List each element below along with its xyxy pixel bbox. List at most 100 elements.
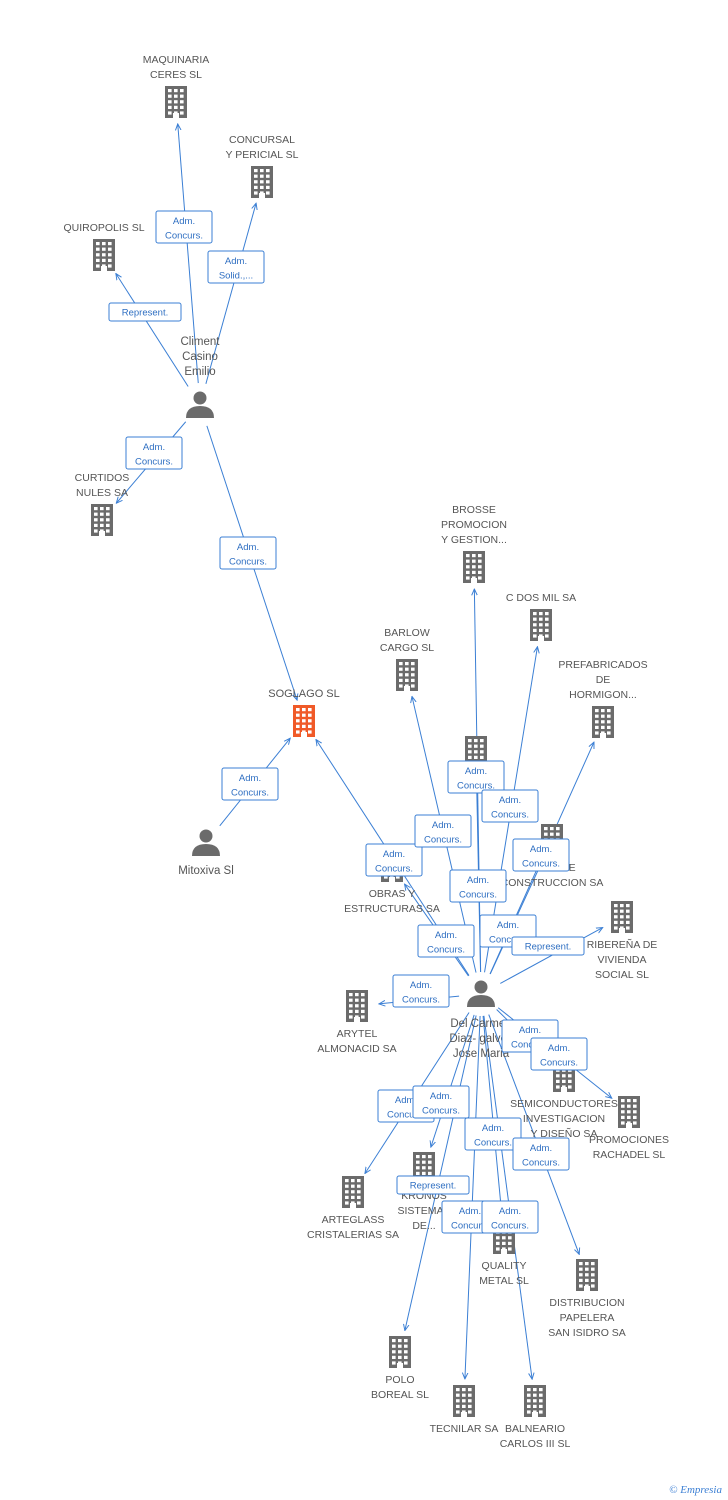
edge-labels-layer: Adm.Concurs.Adm.Solid.,...Represent.Adm.… xyxy=(108,210,588,1234)
person-icon-delcarmen[interactable] xyxy=(467,980,495,1008)
company-icon-concursal[interactable] xyxy=(251,166,273,198)
edge-label-delcarmen-distribucion[interactable]: Adm.Concurs. xyxy=(512,1137,570,1171)
company-icon-soglago[interactable] xyxy=(293,705,315,737)
edge-label-delcarmen-arytel[interactable]: Adm.Concurs. xyxy=(392,974,450,1008)
svg-text:Adm.Concurs.: Adm.Concurs. xyxy=(402,980,440,1006)
company-label-tecnilar: TECNILAR SA xyxy=(430,1423,499,1435)
person-icon-mitoxiva[interactable] xyxy=(192,829,220,857)
edge-label-climent-maquinaria[interactable]: Adm.Concurs. xyxy=(155,210,213,244)
person-icon-climent[interactable] xyxy=(186,391,214,419)
svg-text:Adm.Concurs.: Adm.Concurs. xyxy=(540,1043,578,1069)
svg-text:Adm.Concurs.: Adm.Concurs. xyxy=(424,820,462,846)
svg-text:Adm.Concurs.: Adm.Concurs. xyxy=(387,1095,425,1121)
edge-delcarmen-balneario xyxy=(483,1015,532,1379)
company-icon-balneario[interactable] xyxy=(524,1385,546,1417)
svg-text:Adm.Concurs.: Adm.Concurs. xyxy=(459,875,497,901)
company-icon-barlow[interactable] xyxy=(396,659,418,691)
edge-label-climent-concursal[interactable]: Adm.Solid.,... xyxy=(207,250,265,284)
edge-label-delcarmen-obras[interactable]: Adm.Concurs. xyxy=(417,924,475,958)
edge-label-delcarmen-quality[interactable]: Adm.Concurs. xyxy=(464,1117,522,1151)
brand-name: Empresia xyxy=(680,1484,722,1496)
edge-label-delcarmen-cdosmil[interactable]: Adm.Concurs. xyxy=(481,789,539,823)
edge-label-climent-soglago[interactable]: Adm.Concurs. xyxy=(219,536,277,570)
edge-delcarmen-distribucion xyxy=(488,1014,579,1255)
svg-text:Adm.Concurs.: Adm.Concurs. xyxy=(522,1143,560,1169)
edge-climent-maquinaria xyxy=(178,124,199,384)
edge-label-climent-curtidos[interactable]: Adm.Concurs. xyxy=(125,436,183,470)
edge-label-delcarmen-altizu[interactable]: Adm.Concurs. xyxy=(449,869,507,903)
person-label-mitoxiva: Mitoxiva Sl xyxy=(178,865,234,877)
svg-text:Adm.Concurs.: Adm.Concurs. xyxy=(165,216,203,242)
credit[interactable]: © Empresia xyxy=(669,1484,722,1496)
edge-label-delcarmen-barlow[interactable]: Adm.Concurs. xyxy=(414,814,472,848)
company-icon-maquinaria[interactable] xyxy=(165,86,187,118)
edge-label-delcarmen-rachadel[interactable]: Adm.Concurs. xyxy=(530,1037,588,1071)
company-icon-rachadel[interactable] xyxy=(618,1096,640,1128)
company-icon-distribucion[interactable] xyxy=(576,1259,598,1291)
svg-text:Adm.Concurs.: Adm.Concurs. xyxy=(229,542,267,568)
company-icon-tecnilar[interactable] xyxy=(453,1385,475,1417)
svg-text:Represent.: Represent. xyxy=(525,942,571,953)
svg-text:Adm.Concurs.: Adm.Concurs. xyxy=(474,1123,512,1149)
edge-label-delcarmen-brosse[interactable]: Adm.Concurs. xyxy=(447,760,505,794)
edge-label-mitoxiva-soglago[interactable]: Adm.Concurs. xyxy=(221,767,279,801)
edge-label-delcarmen-riberena[interactable]: Represent. xyxy=(511,936,585,956)
edge-delcarmen-tecnilar xyxy=(465,1015,481,1379)
company-label-soglago: SOGLAGO SL xyxy=(268,688,340,700)
company-icon-brosse[interactable] xyxy=(463,551,485,583)
edge-climent-concursal xyxy=(205,203,256,384)
company-icon-curtidos[interactable] xyxy=(91,504,113,536)
svg-text:Adm.Concurs.: Adm.Concurs. xyxy=(375,849,413,875)
edge-climent-quiropolis xyxy=(116,274,189,387)
svg-text:Adm.Concurs.: Adm.Concurs. xyxy=(427,930,465,956)
edge-label-delcarmen-prefabricados[interactable]: Adm.Concurs. xyxy=(512,838,570,872)
svg-text:Adm.Concurs.: Adm.Concurs. xyxy=(491,1206,529,1232)
edge-label-delcarmen-kronos[interactable]: Adm.Concurs. xyxy=(412,1085,470,1119)
svg-text:Adm.Concurs.: Adm.Concurs. xyxy=(522,844,560,870)
company-label-quiropolis: QUIROPOLIS SL xyxy=(63,222,144,234)
svg-text:Represent.: Represent. xyxy=(410,1181,456,1192)
edge-label-delcarmen-balneario[interactable]: Adm.Concurs. xyxy=(481,1200,539,1234)
svg-text:Adm.Solid.,...: Adm.Solid.,... xyxy=(219,256,253,282)
edge-delcarmen-kronos xyxy=(431,1014,475,1147)
svg-text:Adm.Concurs.: Adm.Concurs. xyxy=(457,766,495,792)
svg-text:Adm.Concurs.: Adm.Concurs. xyxy=(491,795,529,821)
company-icon-cdosmil[interactable] xyxy=(530,609,552,641)
company-icon-riberena[interactable] xyxy=(611,901,633,933)
svg-text:Adm.Concurs.: Adm.Concurs. xyxy=(135,442,173,468)
copyright-icon: © xyxy=(669,1484,678,1496)
company-icon-arteglass[interactable] xyxy=(342,1176,364,1208)
svg-text:Adm.Concurs.: Adm.Concurs. xyxy=(489,920,527,946)
company-icon-polo[interactable] xyxy=(389,1336,411,1368)
company-icon-arytel[interactable] xyxy=(346,990,368,1022)
edge-label-climent-quiropolis[interactable]: Represent. xyxy=(108,302,182,322)
edge-delcarmen-polo xyxy=(405,1015,477,1330)
edge-label-delcarmen-polo[interactable]: Represent. xyxy=(396,1175,470,1195)
edge-label-delcarmen-soglago[interactable]: Adm.Concurs. xyxy=(365,843,423,877)
svg-text:Adm.Concurs.: Adm.Concurs. xyxy=(451,1206,489,1232)
company-icon-quiropolis[interactable] xyxy=(93,239,115,271)
svg-text:Adm.Concurs.: Adm.Concurs. xyxy=(231,773,269,799)
svg-text:Adm.Concurs.: Adm.Concurs. xyxy=(422,1091,460,1117)
company-icon-prefabricados[interactable] xyxy=(592,706,614,738)
company-label-cdosmil: C DOS MIL SA xyxy=(506,592,576,604)
svg-text:Represent.: Represent. xyxy=(122,308,168,319)
